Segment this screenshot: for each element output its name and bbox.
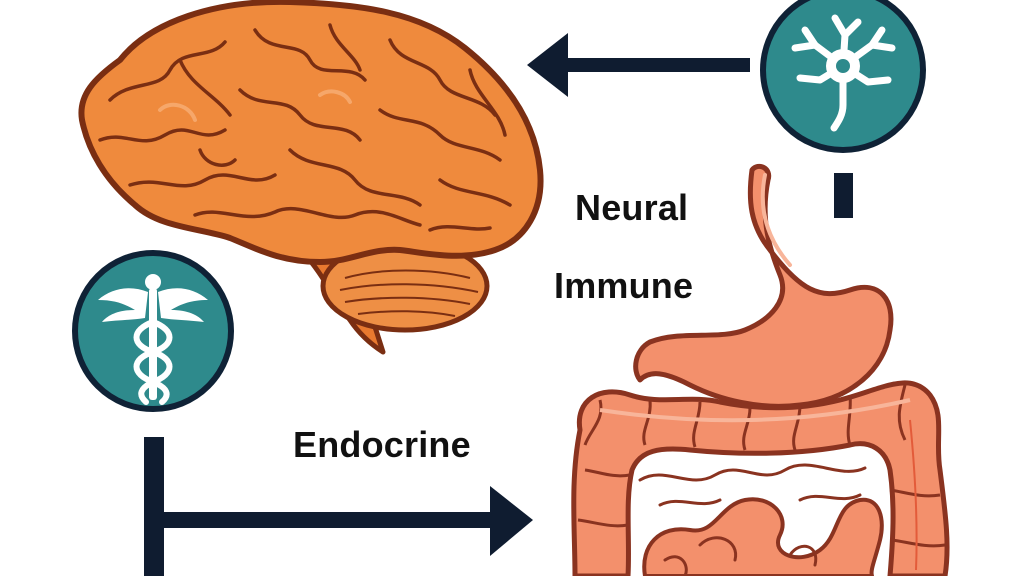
immune-label: Immune [554, 265, 694, 306]
caduceus-icon [72, 250, 234, 412]
stomach-intestines-icon [571, 163, 950, 576]
neural-arrow [527, 33, 750, 97]
endocrine-label: Endocrine [293, 424, 471, 465]
neural-label: Neural [575, 187, 689, 228]
neuron-icon [760, 0, 926, 153]
immune-connector [834, 173, 853, 218]
brain-icon [78, 0, 544, 355]
endocrine-arrow [144, 437, 533, 576]
